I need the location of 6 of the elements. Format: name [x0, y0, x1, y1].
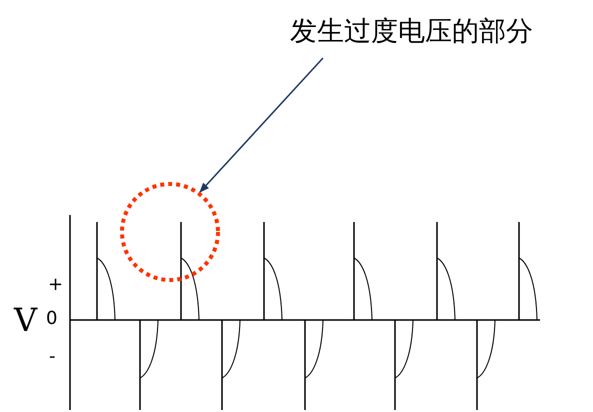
arrow: [199, 58, 324, 193]
callout-text: 发生过度电压的部分: [290, 16, 533, 47]
sign-label: +: [48, 276, 64, 294]
axis-label: V: [14, 304, 38, 336]
sign-label: -: [49, 348, 56, 366]
tick-label: 0: [46, 310, 58, 328]
